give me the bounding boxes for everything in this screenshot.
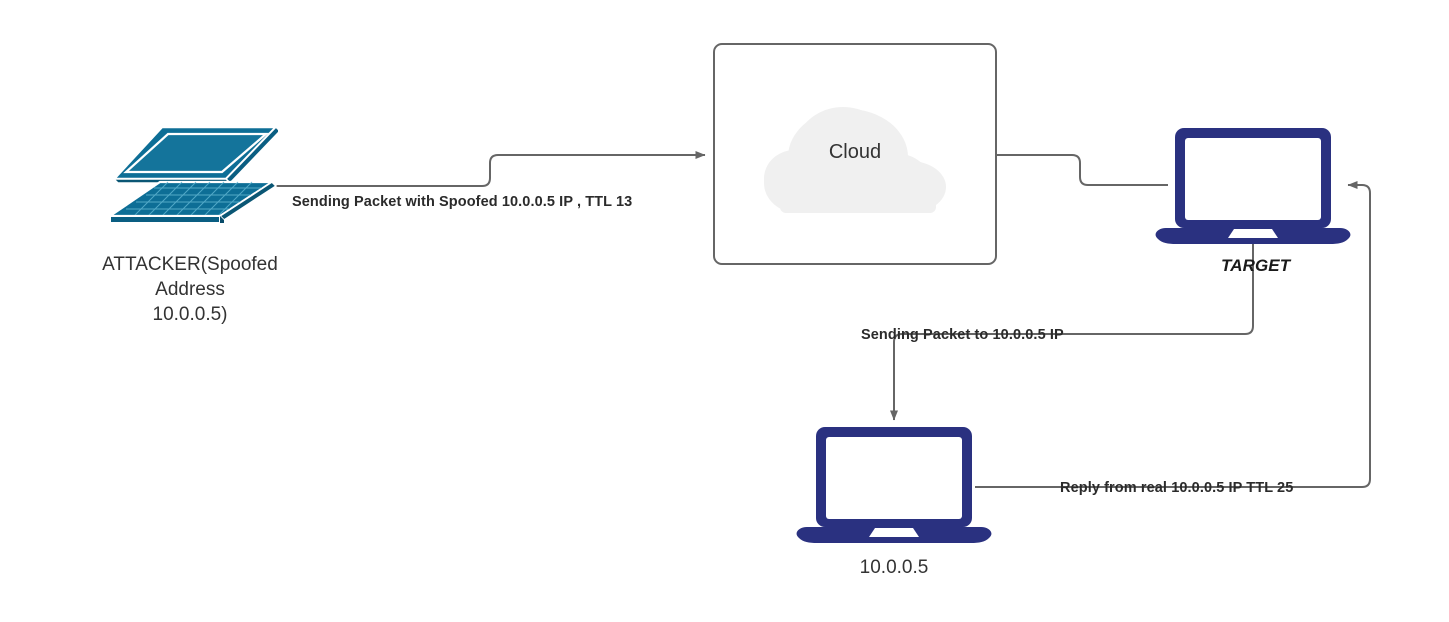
- cloud-label: Cloud: [828, 141, 882, 163]
- cloud-icon: [764, 107, 946, 213]
- laptop-icon: [1155, 128, 1351, 244]
- edge-label-attacker-to-cloud: Sending Packet with Spoofed 10.0.0.5 IP …: [292, 194, 633, 210]
- edge-label-real-host-to-target: Reply from real 10.0.0.5 IP TTL 25: [1060, 480, 1294, 496]
- edge-label-target-to-real-host: Sending Packet to 10.0.0.5 IP: [861, 327, 1064, 343]
- attacker-label: ATTACKER(Spoofed Address 10.0.0.5): [102, 254, 278, 325]
- laptop-icon: [796, 427, 992, 543]
- laptop-isometric-icon: [108, 125, 278, 224]
- target-label: TARGET: [1221, 256, 1291, 275]
- edge-attacker-to-cloud: [264, 151, 706, 187]
- real-host-label: 10.0.0.5: [859, 557, 929, 578]
- edge-cloud-to-target: [997, 154, 1168, 186]
